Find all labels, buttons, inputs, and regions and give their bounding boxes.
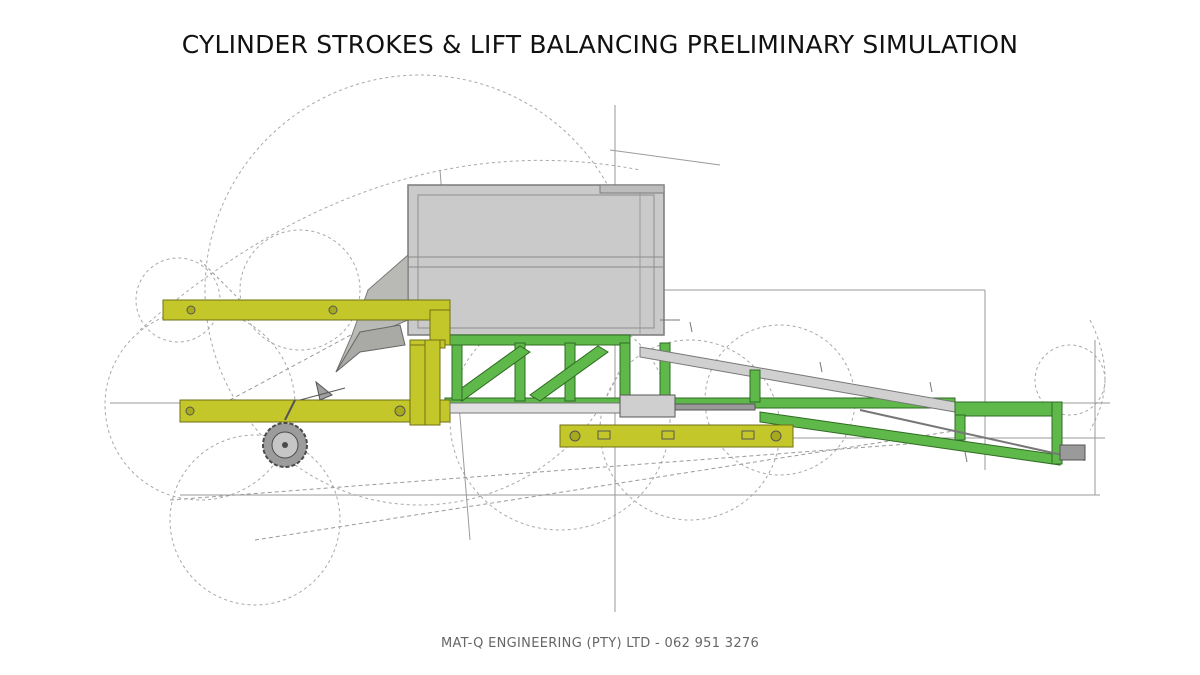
- lift-arm-lower: [179, 339, 794, 448]
- construction-arc: [139, 159, 641, 331]
- lift-arm-pins: [185, 305, 782, 442]
- construction-circle: [239, 229, 361, 351]
- ground-wheel: [262, 399, 308, 468]
- lift-arm-upper: [162, 299, 451, 349]
- hopper-bin: [407, 184, 665, 336]
- construction-arc: [1089, 319, 1106, 431]
- footer-company-info: MAT-Q ENGINEERING (PTY) LTD - 062 951 32…: [440, 636, 760, 651]
- construction-circle: [169, 434, 341, 606]
- hydraulic-cylinder: [449, 394, 1086, 461]
- dimension-markers: [660, 319, 968, 463]
- construction-lines: [110, 105, 1110, 612]
- tine-blade: [299, 380, 346, 401]
- page-title: CYLINDER STROKES & LIFT BALANCING PRELIM…: [181, 30, 1019, 59]
